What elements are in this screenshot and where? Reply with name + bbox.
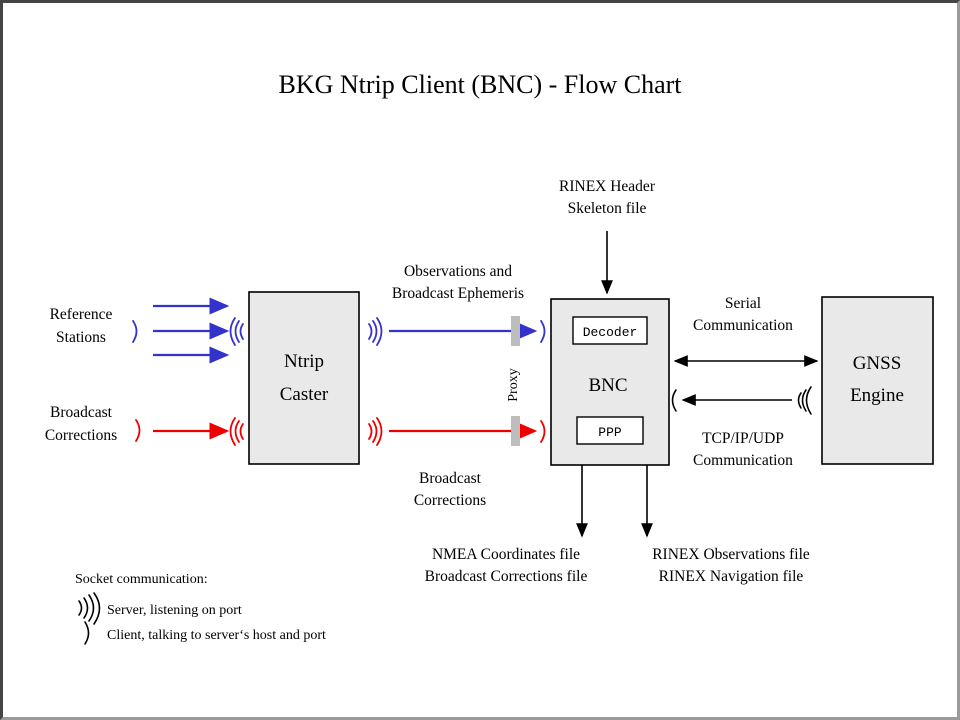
decoder-box[interactable] — [572, 316, 648, 345]
broadcast-corrections-source-line2: Corrections — [45, 427, 117, 444]
observations-label-line2: Broadcast Ephemeris — [392, 285, 524, 302]
output-right-line2: RINEX Navigation file — [659, 568, 804, 585]
output-left-line2: Broadcast Corrections file — [425, 568, 588, 585]
legend-client-icon — [84, 621, 90, 645]
serial-label-line2: Communication — [693, 317, 793, 334]
bnc-label: BNC — [588, 375, 627, 396]
rinex-header-label-line2: Skeleton file — [568, 200, 647, 217]
proxy-label: Proxy — [506, 368, 521, 401]
client-symbol-bnc-corr — [540, 420, 546, 443]
reference-stations-label-line1: Reference — [50, 306, 113, 323]
ppp-box[interactable] — [576, 416, 644, 445]
broadcast-corrections-source-line1: Broadcast — [50, 404, 113, 421]
client-symbol-reference-stations — [132, 320, 138, 343]
ppp-label: PPP — [598, 425, 622, 440]
page-title: BKG Ntrip Client (BNC) - Flow Chart — [279, 70, 683, 99]
flow-chart-svg: BKG Ntrip Client (BNC) - Flow Chart Refe… — [45, 70, 934, 645]
gnss-engine-box[interactable] — [821, 296, 934, 465]
server-listen-symbol-gnss-engine — [797, 386, 812, 415]
client-symbol-broadcast-corrections — [135, 419, 141, 442]
rinex-header-label-line1: RINEX Header — [559, 178, 656, 195]
legend-heading: Socket communication: — [75, 572, 208, 587]
client-symbol-bnc-obs — [540, 320, 546, 343]
ntrip-caster-box[interactable] — [248, 291, 360, 465]
server-listen-symbol-caster-corr — [229, 417, 244, 446]
server-listen-symbol-caster-obs — [229, 317, 244, 346]
server-listen-symbol-caster-out-corr — [368, 417, 383, 446]
legend-server-label: Server, listening on port — [107, 603, 242, 618]
broadcast-corrections-edge-line1: Broadcast — [419, 470, 482, 487]
observations-label-line1: Observations and — [404, 263, 512, 280]
output-left-line1: NMEA Coordinates file — [432, 546, 580, 563]
ntrip-caster-label-line2: Caster — [280, 384, 329, 405]
decoder-label: Decoder — [583, 325, 638, 340]
server-listen-symbol-caster-out-obs — [368, 317, 383, 346]
client-symbol-bnc-tcpip — [671, 389, 677, 412]
tcpip-label-line1: TCP/IP/UDP — [702, 430, 784, 447]
legend-server-icon — [78, 592, 101, 625]
legend-client-label: Client, talking to server‘s host and por… — [107, 628, 326, 643]
serial-label-line1: Serial — [725, 295, 761, 312]
gnss-engine-label-line2: Engine — [850, 385, 904, 406]
output-right-line1: RINEX Observations file — [652, 546, 810, 563]
gnss-engine-label-line1: GNSS — [853, 353, 902, 374]
reference-stations-label-line2: Stations — [56, 329, 106, 346]
proxy-bar-upper — [511, 316, 520, 346]
broadcast-corrections-edge-line2: Corrections — [414, 492, 486, 509]
ntrip-caster-label-line1: Ntrip — [284, 351, 324, 372]
tcpip-label-line2: Communication — [693, 452, 793, 469]
proxy-bar-lower — [511, 416, 520, 446]
